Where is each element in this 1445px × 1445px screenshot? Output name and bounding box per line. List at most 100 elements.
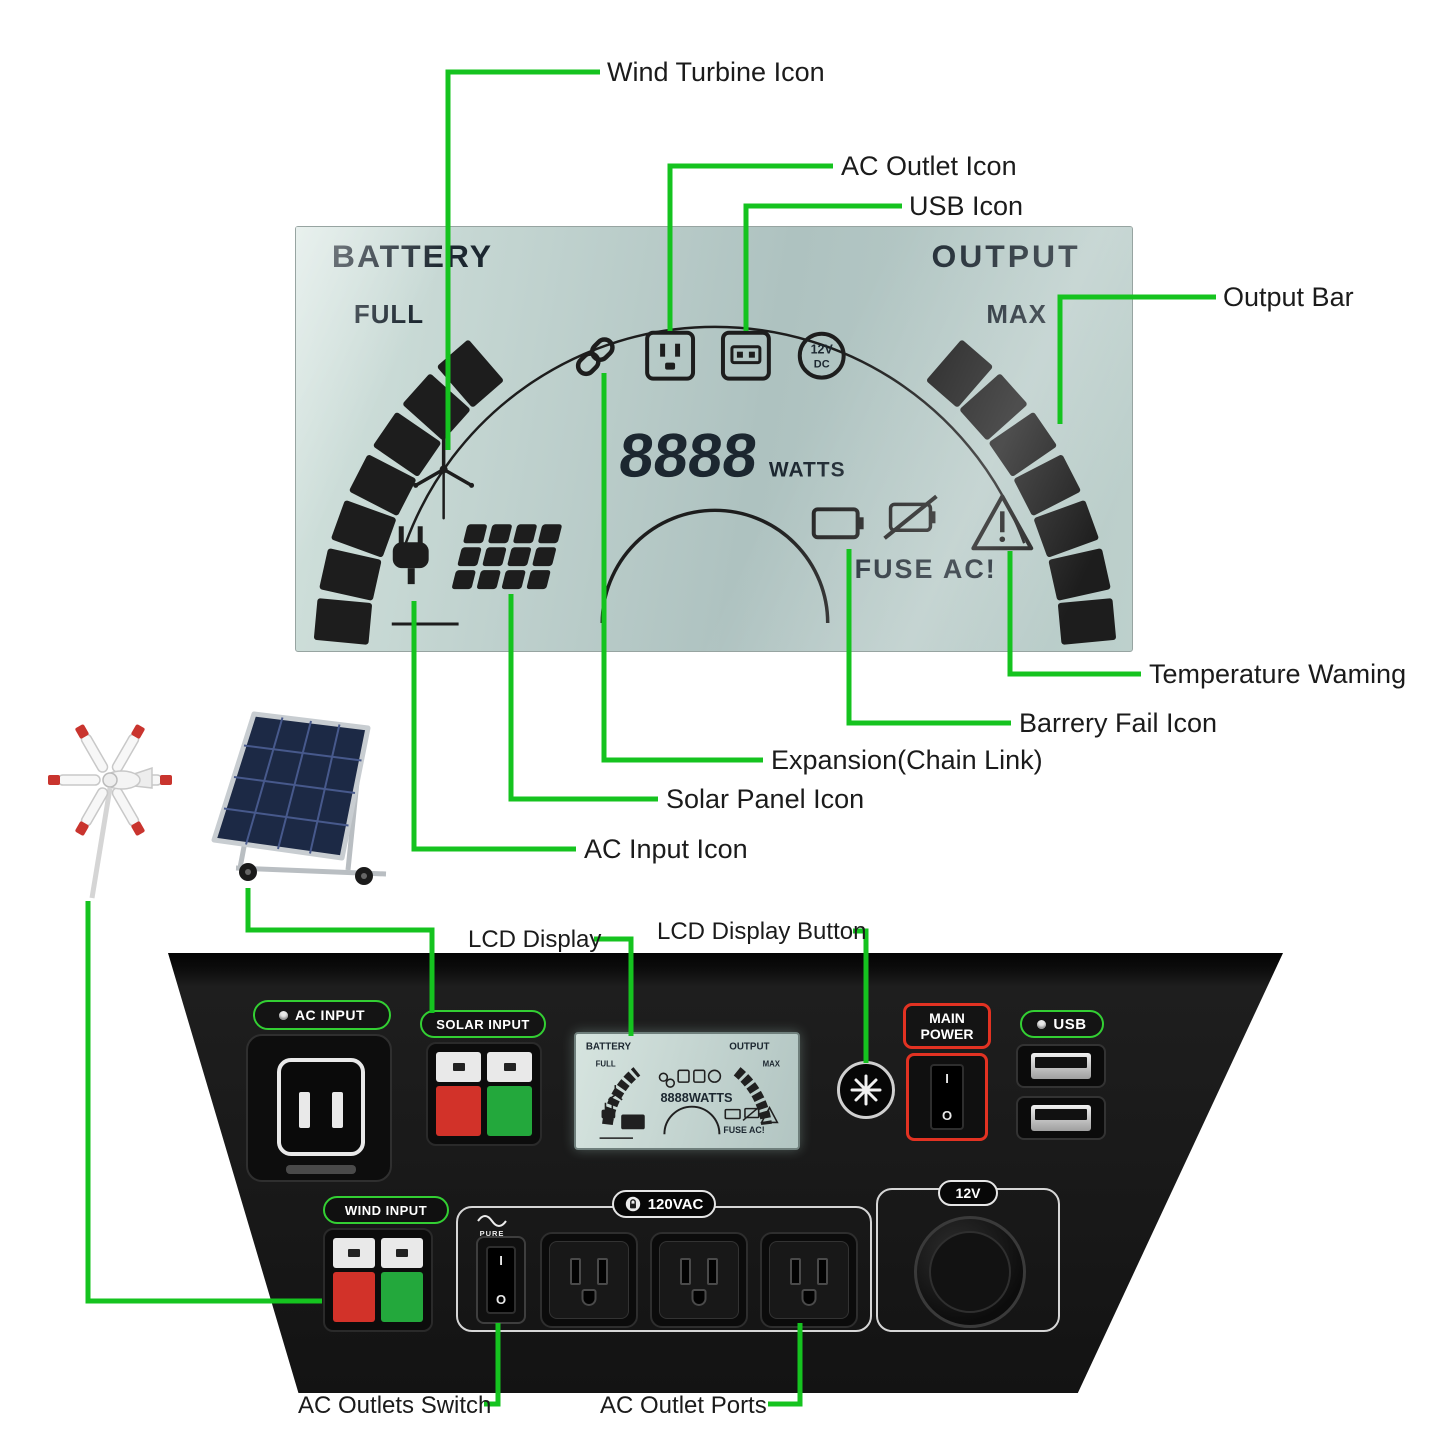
ac-input-slot xyxy=(299,1092,310,1128)
solar-input-label: SOLAR INPUT xyxy=(420,1010,546,1038)
main-power-rocker: I O xyxy=(930,1064,964,1130)
callout-ac-outlets-switch: AC Outlets Switch xyxy=(298,1392,492,1419)
dc-12v-group xyxy=(876,1188,1060,1332)
ac-outlets-rocker: I O xyxy=(486,1246,516,1314)
battery-fail-icon xyxy=(883,494,938,540)
usb-port-2 xyxy=(1016,1096,1106,1140)
callout-wind-turbine: Wind Turbine Icon xyxy=(607,57,825,87)
ac-outlet-port-3 xyxy=(760,1232,858,1328)
callout-solar-panel: Solar Panel Icon xyxy=(666,784,865,814)
wind-turbine-icon xyxy=(413,433,475,520)
wind-input-label-text: WIND INPUT xyxy=(344,1202,428,1218)
mini-output-gauge xyxy=(733,1067,772,1126)
wind-input-label: WIND INPUT xyxy=(323,1196,449,1224)
dc-12v-label: 12V xyxy=(938,1180,998,1206)
fuse-ac-text: FUSE AC! xyxy=(855,554,997,584)
dc-badge-top: 12V xyxy=(811,343,834,357)
output-label: OUTPUT xyxy=(931,238,1080,274)
chain-link-icon xyxy=(575,337,615,377)
callout-lcd-display: LCD Display xyxy=(468,926,602,953)
mini-full-label: FULL xyxy=(596,1059,616,1068)
screw-icon xyxy=(1037,1019,1047,1029)
ac-voltage-label-text: 120VAC xyxy=(647,1195,704,1213)
ac-input-label-text: AC INPUT xyxy=(294,1007,366,1023)
callout-usb: USB Icon xyxy=(909,191,1024,221)
ac-input-socket-face xyxy=(277,1058,365,1156)
dome-arc xyxy=(600,508,830,624)
callout-expansion: Expansion(Chain Link) xyxy=(771,745,1043,775)
solar-panel-icon xyxy=(452,524,562,590)
solar-connector-positive xyxy=(436,1052,481,1136)
main-power-label: MAIN POWER xyxy=(903,1003,991,1049)
solar-input-connector xyxy=(426,1042,542,1146)
power-station-top-panel: AC INPUT SOLAR INPUT xyxy=(168,953,1283,1393)
switch-on-mark: I xyxy=(945,1071,949,1086)
battery-icon xyxy=(811,507,864,540)
callout-battery-fail: Barrery Fail Icon xyxy=(1019,708,1218,738)
battery-label: BATTERY xyxy=(332,238,493,274)
mini-fuse-text: FUSE AC! xyxy=(723,1125,764,1135)
ac-plug-icon xyxy=(392,526,429,585)
callout-temperature-warning: Temperature Waming xyxy=(1149,659,1407,689)
callout-ac-input: AC Input Icon xyxy=(584,834,748,864)
wind-connector-negative xyxy=(381,1238,423,1322)
lcd-artwork: 12V DC xyxy=(313,238,1116,645)
callout-ac-outlet-ports: AC Outlet Ports xyxy=(600,1392,767,1419)
lcd-display-screen: BATTERY OUTPUT FULL MAX 8888WATTS FUSE A… xyxy=(574,1032,800,1150)
ac-input-socket xyxy=(246,1034,392,1182)
callout-lcd-display-button: LCD Display Button xyxy=(657,918,867,945)
dc-badge-bottom: DC xyxy=(814,359,830,371)
mini-lcd-icons xyxy=(599,1069,779,1139)
switch-off-mark: O xyxy=(941,1108,953,1123)
usb-label: USB xyxy=(1020,1010,1104,1038)
usb-port-metal xyxy=(1031,1053,1091,1079)
mini-output-label: OUTPUT xyxy=(729,1042,769,1053)
ac-input-slot xyxy=(332,1092,343,1128)
mini-watts-text: 8888WATTS xyxy=(660,1090,732,1105)
dc-12v-socket xyxy=(914,1216,1026,1328)
solar-panel-image xyxy=(196,700,411,892)
full-label: FULL xyxy=(354,301,424,329)
callout-output-bar: Output Bar xyxy=(1223,282,1354,312)
pure-sine-mark: PURE xyxy=(470,1214,514,1238)
wind-input-connector xyxy=(323,1228,433,1332)
watts-unit: WATTS xyxy=(769,458,846,481)
mini-battery-label: BATTERY xyxy=(586,1042,632,1053)
ac-outlet-group: PURE I O xyxy=(456,1206,872,1332)
wind-connector-positive xyxy=(333,1238,375,1322)
usb-icon xyxy=(720,330,771,381)
switch-on-mark: I xyxy=(499,1253,503,1268)
ac-input-label: AC INPUT xyxy=(253,1000,391,1030)
usb-port-1 xyxy=(1016,1044,1106,1088)
pure-label-text: PURE xyxy=(479,1229,505,1238)
lcd-display-button xyxy=(837,1061,895,1119)
backlight-icon xyxy=(850,1074,882,1106)
ac-voltage-label: 120VAC xyxy=(612,1190,716,1218)
usb-label-text: USB xyxy=(1053,1015,1087,1033)
lcd-display-diagram: 12V DC xyxy=(295,226,1133,652)
ac-outlet-port-2 xyxy=(650,1232,748,1328)
solar-connector-negative xyxy=(487,1052,532,1136)
dc-12v-label-text: 12V xyxy=(955,1185,981,1201)
output-gauge-bars xyxy=(927,340,1116,645)
wind-turbine-image xyxy=(42,692,207,904)
screw-icon xyxy=(278,1010,288,1020)
max-label: MAX xyxy=(986,301,1047,329)
usb-port-metal xyxy=(1031,1105,1091,1131)
mini-max-label: MAX xyxy=(763,1059,781,1068)
callout-ac-outlet: AC Outlet Icon xyxy=(841,151,1017,181)
switch-off-mark: O xyxy=(495,1292,507,1307)
sine-wave-icon xyxy=(477,1215,507,1227)
ac-input-cover-hinge xyxy=(286,1165,356,1174)
temperature-warning-icon xyxy=(971,494,1034,551)
ac-outlet-icon xyxy=(645,330,696,381)
battery-gauge-bars xyxy=(313,340,503,645)
mini-battery-gauge xyxy=(602,1067,641,1126)
main-power-label-line2: POWER xyxy=(920,1026,974,1042)
main-power-switch: I O xyxy=(906,1053,988,1141)
dc-12v-icon: 12V DC xyxy=(797,331,846,380)
main-power-label-line1: MAIN xyxy=(929,1009,965,1026)
solar-input-label-text: SOLAR INPUT xyxy=(436,1016,530,1032)
ac-outlets-switch: I O xyxy=(476,1236,526,1324)
